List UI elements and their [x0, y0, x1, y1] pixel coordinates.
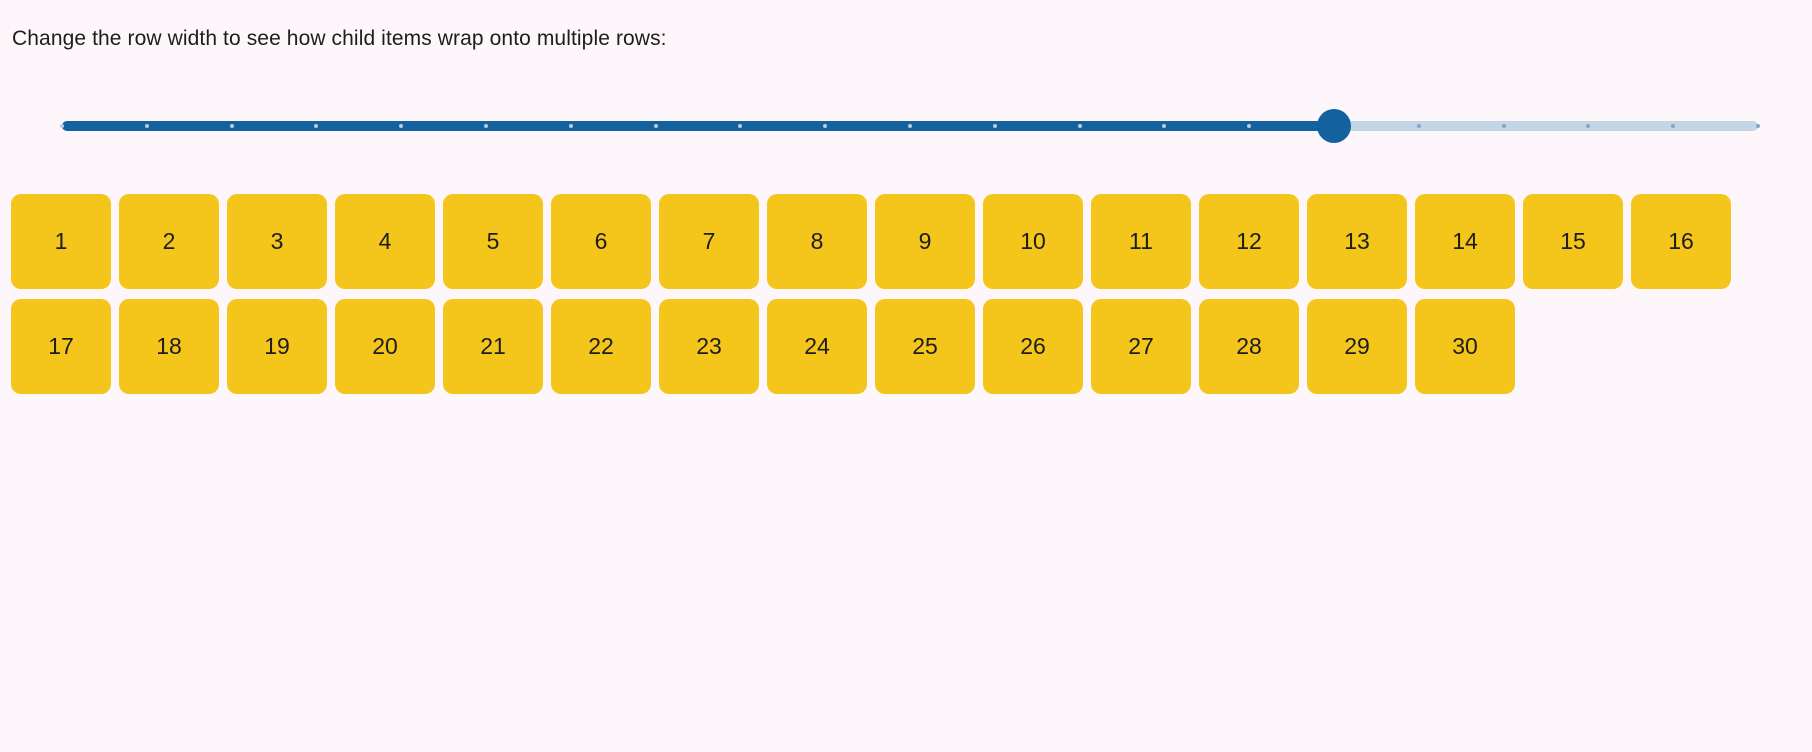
flex-tile: 27: [1091, 299, 1191, 394]
flex-tile: 5: [443, 194, 543, 289]
flex-tile: 3: [227, 194, 327, 289]
row-width-slider[interactable]: [60, 104, 1760, 148]
slider-track[interactable]: [62, 121, 1758, 131]
flex-tile: 29: [1307, 299, 1407, 394]
flex-tile: 26: [983, 299, 1083, 394]
flex-tile: 15: [1523, 194, 1623, 289]
flex-tile: 11: [1091, 194, 1191, 289]
flex-tile: 20: [335, 299, 435, 394]
flex-tile: 1: [11, 194, 111, 289]
flex-tile: 14: [1415, 194, 1515, 289]
flex-tile: 9: [875, 194, 975, 289]
flex-tile: 13: [1307, 194, 1407, 289]
flex-tile: 24: [767, 299, 867, 394]
flex-tile: 25: [875, 299, 975, 394]
flex-tile: 2: [119, 194, 219, 289]
slider-thumb[interactable]: [1317, 109, 1351, 143]
flex-tile: 18: [119, 299, 219, 394]
flex-tile: 4: [335, 194, 435, 289]
slider-track-filled: [62, 121, 1334, 131]
flex-tile: 21: [443, 299, 543, 394]
flex-tile: 22: [551, 299, 651, 394]
flex-tile: 6: [551, 194, 651, 289]
flex-tile: 10: [983, 194, 1083, 289]
flex-tile: 17: [11, 299, 111, 394]
flex-tile: 16: [1631, 194, 1731, 289]
flex-tile: 30: [1415, 299, 1515, 394]
flex-tile: 28: [1199, 299, 1299, 394]
flex-tile: 8: [767, 194, 867, 289]
flex-tile: 23: [659, 299, 759, 394]
page-title: Change the row width to see how child it…: [12, 27, 667, 50]
flex-tile: 12: [1199, 194, 1299, 289]
flex-tile: 19: [227, 299, 327, 394]
flex-tile: 7: [659, 194, 759, 289]
